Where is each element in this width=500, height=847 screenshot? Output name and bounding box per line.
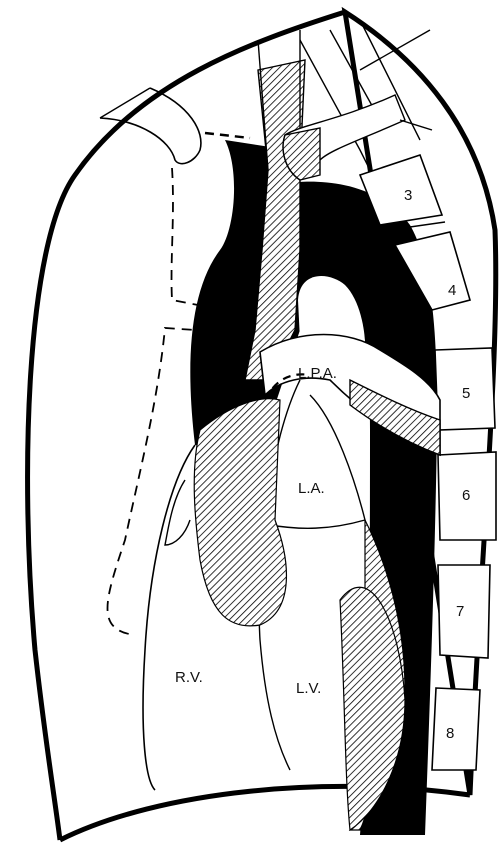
upper-line-1 xyxy=(360,30,430,70)
label-rib-8: 8 xyxy=(446,725,454,742)
upper-line-2 xyxy=(400,120,432,130)
label-rv: R.V. xyxy=(175,669,203,686)
dashed-svc-border xyxy=(108,168,199,635)
ra-bump xyxy=(165,480,190,545)
label-rib-5: 5 xyxy=(462,385,470,402)
label-lpa: L.P.A. xyxy=(298,365,337,382)
label-rib-7: 7 xyxy=(456,603,464,620)
label-la: L.A. xyxy=(298,480,325,497)
label-rib-6: 6 xyxy=(462,487,470,504)
heart-outer-rv xyxy=(143,445,195,790)
label-lv: L.V. xyxy=(296,680,321,697)
la-contour xyxy=(270,395,365,528)
vertebra-8 xyxy=(432,688,480,770)
dashed-top-connector xyxy=(205,133,250,138)
label-rib-3: 3 xyxy=(404,187,412,204)
label-rib-4: 4 xyxy=(448,282,456,299)
rv-outflow-hatch xyxy=(194,399,286,626)
